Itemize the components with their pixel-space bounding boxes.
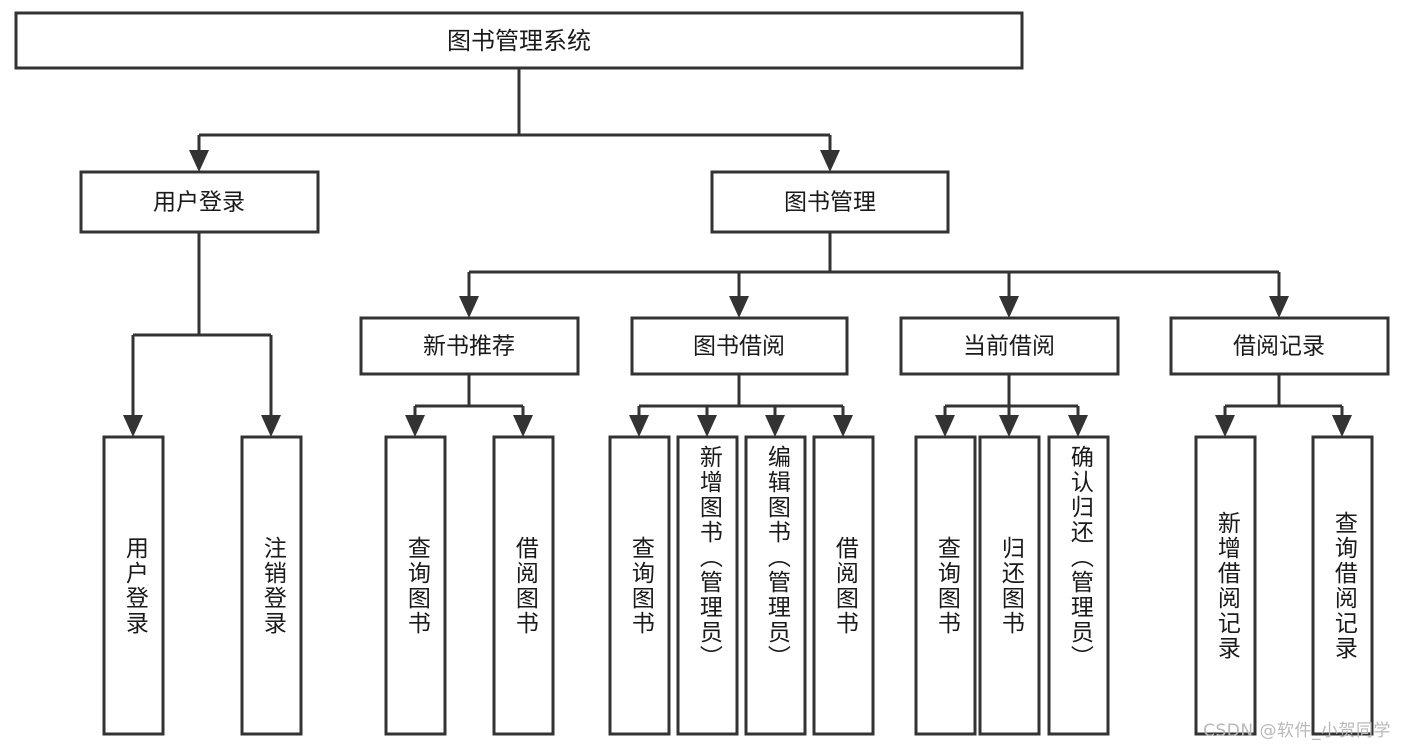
arrow-head-borrow-record	[1269, 296, 1289, 318]
node-book-borrow-box[interactable]	[630, 316, 849, 376]
nodes: 图书管理系统 用户登录 图书管理 新书推荐 图书借阅 当前借阅 借阅记录	[14, 11, 1390, 736]
node-root-label: 图书管理系统	[447, 27, 591, 55]
arrow-head-leaf-return-book	[999, 415, 1019, 437]
node-current-borrow-box[interactable]	[899, 316, 1120, 376]
arrow-head-leaf-add-book	[697, 415, 717, 437]
node-leaf-query-record-box[interactable]	[1311, 435, 1374, 736]
arrow-head-leaf-user-login	[123, 415, 143, 437]
arrow-head-leaf-query-book-2	[629, 415, 649, 437]
node-borrow-record-label: 借阅记录	[1233, 334, 1325, 360]
node-leaf-return-book-box[interactable]	[978, 435, 1041, 736]
node-user-login-label: 用户登录	[153, 190, 245, 216]
node-leaf-borrow-book-2-box[interactable]	[812, 435, 875, 736]
connectors	[123, 68, 1352, 437]
arrow-head-leaf-edit-book	[765, 415, 785, 437]
arrow-head-book-borrow	[729, 296, 749, 318]
arrow-head-leaf-confirm-return	[1068, 415, 1088, 437]
arrow-head-new-book-recommend	[459, 296, 479, 318]
arrow-head-user-login	[189, 150, 209, 172]
node-leaf-query-book-2-box[interactable]	[608, 435, 671, 736]
node-current-borrow-label: 当前借阅	[963, 334, 1055, 360]
node-new-book-recommend-label: 新书推荐	[423, 334, 515, 360]
arrow-head-leaf-borrow-book-1	[513, 415, 533, 437]
node-book-manage-box[interactable]	[710, 170, 950, 234]
node-leaf-query-book-3-box[interactable]	[914, 435, 977, 736]
arrow-head-leaf-query-record	[1332, 415, 1352, 437]
node-leaf-query-book-1-box[interactable]	[384, 435, 447, 736]
arrow-head-book-manage	[820, 150, 840, 172]
node-leaf-edit-book-box[interactable]	[744, 435, 807, 736]
node-leaf-borrow-book-1-box[interactable]	[492, 435, 555, 736]
node-root-box[interactable]	[14, 11, 1024, 70]
node-leaf-confirm-return-box[interactable]	[1047, 435, 1110, 736]
arrow-head-current-borrow	[999, 296, 1019, 318]
csdn-watermark: CSDN @软件_小贺同学	[1203, 721, 1391, 741]
arrow-head-leaf-add-record	[1215, 415, 1235, 437]
arrow-head-leaf-query-book-3	[935, 415, 955, 437]
node-leaf-add-record-box[interactable]	[1194, 435, 1257, 736]
arrow-head-leaf-user-logout	[261, 415, 281, 437]
node-book-manage-label: 图书管理	[784, 190, 876, 216]
node-new-book-recommend-box[interactable]	[359, 316, 580, 376]
node-leaf-user-login-box[interactable]	[102, 435, 165, 736]
node-leaf-user-logout-box[interactable]	[240, 435, 303, 736]
node-leaf-add-book-box[interactable]	[676, 435, 739, 736]
node-user-login-box[interactable]	[79, 170, 320, 234]
arrow-head-leaf-query-book-1	[405, 415, 425, 437]
arrow-head-leaf-borrow-book-2	[833, 415, 853, 437]
node-borrow-record-box[interactable]	[1169, 316, 1390, 376]
node-book-borrow-label: 图书借阅	[693, 334, 785, 360]
